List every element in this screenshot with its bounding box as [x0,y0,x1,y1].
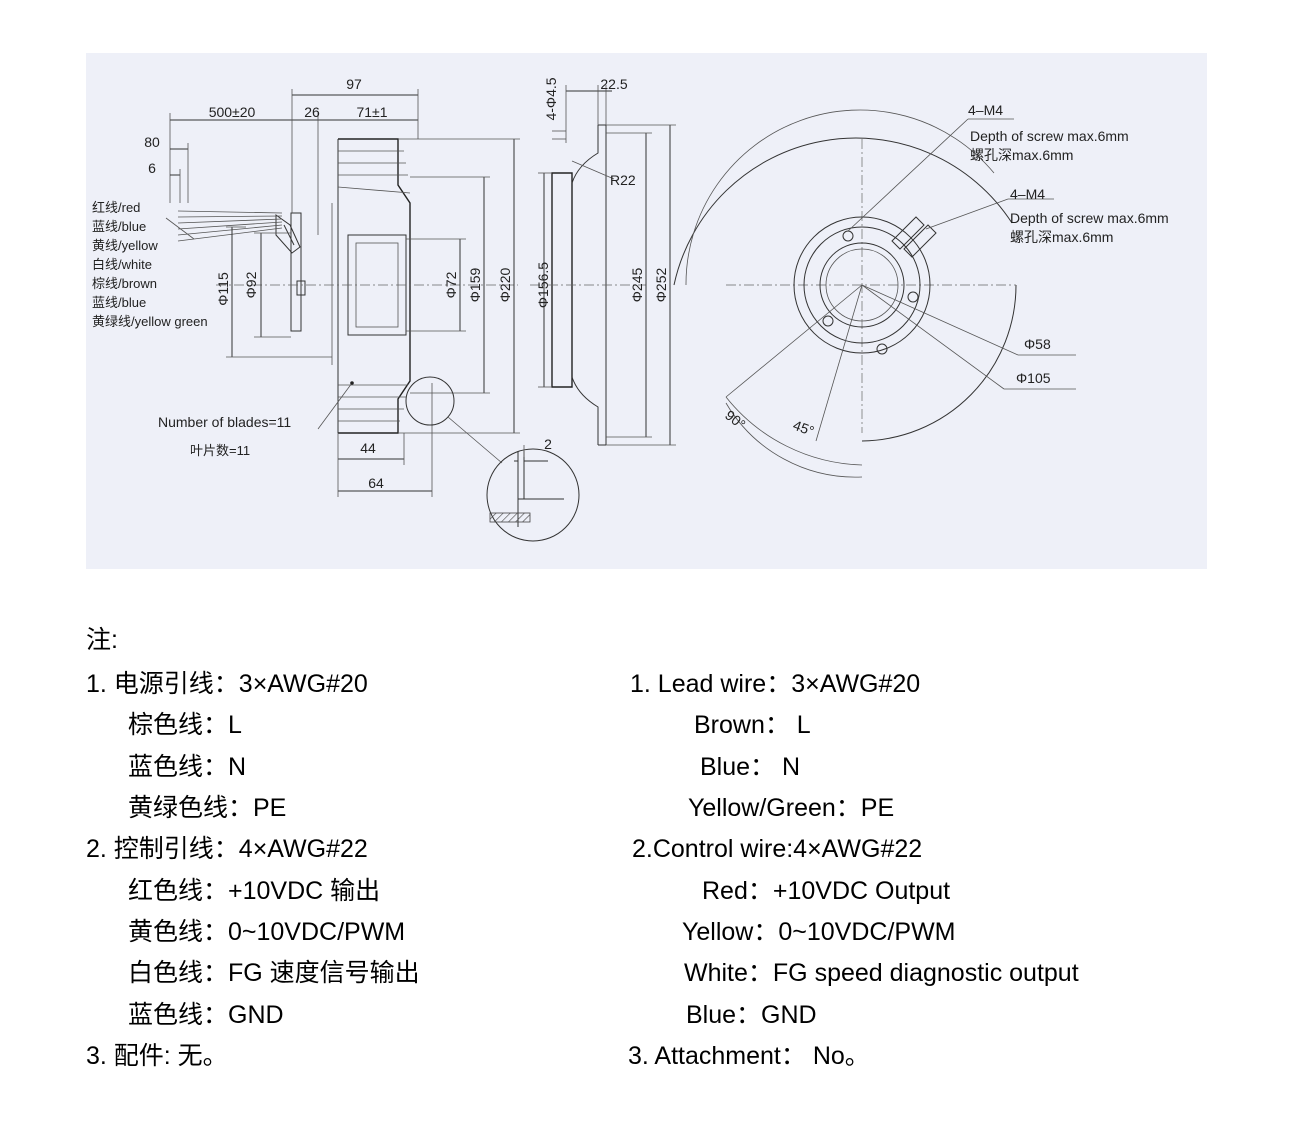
note-cn-line: 蓝色线：GND [128,1001,284,1029]
note-en-line: Yellow/Green：PE [688,794,895,822]
notes-heading: 注: [86,626,118,654]
dim-d156-5: Φ156.5 [535,262,551,308]
face-gland [891,216,925,250]
dim-80: 80 [144,134,160,150]
impeller-outer-arc [673,137,1013,286]
blades-cn: 叶片数=11 [190,443,250,458]
dim-d115: Φ115 [215,272,231,306]
dim-d72: Φ72 [443,271,459,298]
wire-bundle [177,210,283,242]
wire-label: 棕线/brown [92,276,157,291]
note-cn-line: 2. 控制引线：4×AWG#22 [86,835,368,863]
dim-d220: Φ220 [497,268,513,303]
dim-d159: Φ159 [467,268,483,303]
section-view: 4-Φ4.5 22.5 R22 Φ156.5 Φ245 Φ252 [530,76,676,446]
wire-label: 蓝线/blue [92,219,146,234]
circle-d58 [819,242,905,328]
dim-22-5: 22.5 [600,76,627,92]
dim-4-d4-5: 4-Φ4.5 [543,77,559,120]
wire-label: 白线/white [92,257,152,272]
screw1-cn: 螺孔深max.6mm [970,147,1073,163]
screw1-en: Depth of screw max.6mm [970,128,1129,144]
note-en-line: Red：+10VDC Output [702,877,951,905]
note-en-line: White：FG speed diagnostic output [684,959,1079,987]
dim-44: 44 [360,440,376,456]
inlet-ring [551,172,573,388]
dim-6: 6 [148,160,156,176]
note-en-line: Blue：GND [686,1001,817,1029]
circle-d105 [793,216,931,354]
note-cn-line: 棕色线：L [128,711,242,739]
screw1-spec: 4–M4 [968,102,1003,118]
note-en-line: Brown： L [694,711,811,739]
note-cn-line: 3. 配件: 无。 [86,1042,228,1070]
cable-gland [275,214,301,254]
note-cn-line: 蓝色线：N [128,753,247,781]
note-en-line: 3. Attachment： No。 [628,1042,870,1070]
note-en-line: Yellow：0~10VDC/PWM [682,918,956,946]
technical-drawing: 97 500±20 26 71±1 80 6 红线/red 蓝线/blue 黄线… [86,53,1207,569]
dim-26: 26 [304,104,320,120]
wire-label: 黄绿线/yellow green [92,314,208,329]
dim-d245: Φ245 [629,268,645,303]
wire-label: 黄线/yellow [92,238,158,253]
note-cn-line: 黄绿色线：PE [128,794,287,822]
wire-label: 红线/red [92,200,140,215]
dim-d105: Φ105 [1016,370,1051,386]
dim-d58: Φ58 [1024,336,1051,352]
note-en-line: 1. Lead wire：3×AWG#20 [630,670,921,698]
dim-97: 97 [346,76,362,92]
detail-view [486,448,580,542]
side-view: 97 500±20 26 71±1 80 6 红线/red 蓝线/blue 黄线… [92,76,580,542]
dim-2: 2 [544,436,552,452]
wire-label: 蓝线/blue [92,295,146,310]
mount-plate [290,212,302,332]
dim-d92: Φ92 [243,271,259,298]
screw2-cn: 螺孔深max.6mm [1010,229,1113,245]
blades-en: Number of blades=11 [158,414,291,430]
note-cn-line: 白色线：FG 速度信号输出 [128,959,420,987]
front-view: 4–M4 Depth of screw max.6mm 螺孔深max.6mm 4… [673,102,1169,478]
dim-500: 500±20 [209,104,256,120]
dim-71: 71±1 [356,104,387,120]
dim-r22: R22 [610,172,636,188]
note-cn-line: 红色线：+10VDC 输出 [128,877,381,905]
screw2-en: Depth of screw max.6mm [1010,210,1169,226]
dim-d252: Φ252 [653,268,669,303]
drawing-svg: 97 500±20 26 71±1 80 6 红线/red 蓝线/blue 黄线… [92,76,1169,542]
dim-64: 64 [368,475,384,491]
wire-labels: 红线/red 蓝线/blue 黄线/yellow 白线/white 棕线/bro… [92,200,208,329]
impeller-outline [338,138,411,434]
note-en-line: 2.Control wire:4×AWG#22 [632,835,923,863]
angle-45: 45° [791,417,816,439]
note-en-line: Blue： N [700,753,801,781]
impeller-blades [337,150,411,422]
notes-section: 注: 1. 电源引线：3×AWG#20 棕色线：L 蓝色线：N 黄绿色线：PE … [86,625,1236,1085]
note-cn-line: 1. 电源引线：3×AWG#20 [86,670,368,698]
note-cn-line: 黄色线：0~10VDC/PWM [128,918,406,946]
screw2-spec: 4–M4 [1010,186,1045,202]
